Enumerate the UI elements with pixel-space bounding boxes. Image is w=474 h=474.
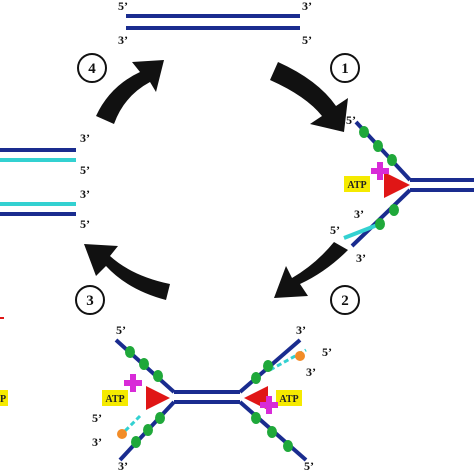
left-edge-fragments: P <box>0 317 8 406</box>
bottom-left-primase <box>117 429 127 439</box>
right-label-d: 3’ <box>356 251 366 265</box>
right-new-strand <box>343 222 381 240</box>
right-ssb-proteins <box>359 126 399 230</box>
svg-text:3: 3 <box>86 293 94 309</box>
step-3-badge: 3 <box>75 285 105 315</box>
bottom-label-a: 5’ <box>116 323 126 337</box>
bottom-replication-bubble: ATP ATP 5’ 5’ 3’ 3’ 3’ 5’ 3’ 5’ <box>92 323 332 473</box>
step-1-badge: 1 <box>330 53 360 83</box>
bottom-label-e: 3’ <box>296 323 306 337</box>
edge-atp-fragment <box>0 390 8 406</box>
right-replication-fork: ATP 5’ 3’ 5’ 3’ <box>330 113 474 265</box>
right-label-a: 5’ <box>346 113 356 127</box>
step-2-arrow <box>274 242 348 298</box>
top-label-5-left: 5’ <box>118 0 128 13</box>
step-4-badge: 4 <box>77 53 107 83</box>
bottom-left-helicase <box>146 386 170 410</box>
bottom-left-phosphate <box>124 374 142 392</box>
right-lower-template <box>350 188 412 248</box>
top-label-3-left: 3’ <box>118 33 128 47</box>
svg-text:2: 2 <box>341 293 349 309</box>
bottom-right-atp-box <box>276 390 302 406</box>
step-4-arrow <box>96 60 164 124</box>
svg-text:4: 4 <box>88 61 96 77</box>
bottom-label-f: 5’ <box>322 345 332 359</box>
left-label-d: 5’ <box>80 217 90 231</box>
right-atp-label: ATP <box>347 180 366 191</box>
bottom-left-atp-label: ATP <box>105 394 124 405</box>
bottom-label-c: 3’ <box>92 435 102 449</box>
top-label-3-right: 3’ <box>302 0 312 13</box>
step-2-badge: 2 <box>330 285 360 315</box>
bottom-label-b: 5’ <box>92 411 102 425</box>
bottom-left-atp-box <box>102 390 128 406</box>
cycle-arrows <box>84 60 348 300</box>
svg-text:1: 1 <box>341 61 349 77</box>
bottom-right-primase <box>295 351 305 361</box>
bottom-right-phosphate <box>260 396 278 414</box>
edge-atp-fragment-label: P <box>0 394 6 405</box>
bottom-label-d: 3’ <box>118 459 128 473</box>
step-1-arrow <box>270 62 348 132</box>
bottom-right-atp-label: ATP <box>279 394 298 405</box>
right-label-b: 3’ <box>354 207 364 221</box>
left-daughter-duplexes: 3’ 5’ 3’ 5’ <box>0 131 90 231</box>
bottom-label-h: 5’ <box>304 459 314 473</box>
left-label-a: 3’ <box>80 131 90 145</box>
step-3-arrow <box>84 244 170 300</box>
step-numbers: 1 2 3 4 <box>75 53 360 315</box>
right-helicase <box>384 172 410 198</box>
right-atp-box <box>344 176 370 192</box>
right-label-c: 5’ <box>330 223 340 237</box>
bottom-label-g: 3’ <box>306 365 316 379</box>
top-label-5-right: 5’ <box>302 33 312 47</box>
left-label-c: 3’ <box>80 187 90 201</box>
bottom-ssb-proteins <box>125 346 293 452</box>
right-phosphate <box>371 162 389 180</box>
left-label-b: 5’ <box>80 163 90 177</box>
top-dna-duplex: 5’ 3’ 3’ 5’ <box>118 0 312 47</box>
